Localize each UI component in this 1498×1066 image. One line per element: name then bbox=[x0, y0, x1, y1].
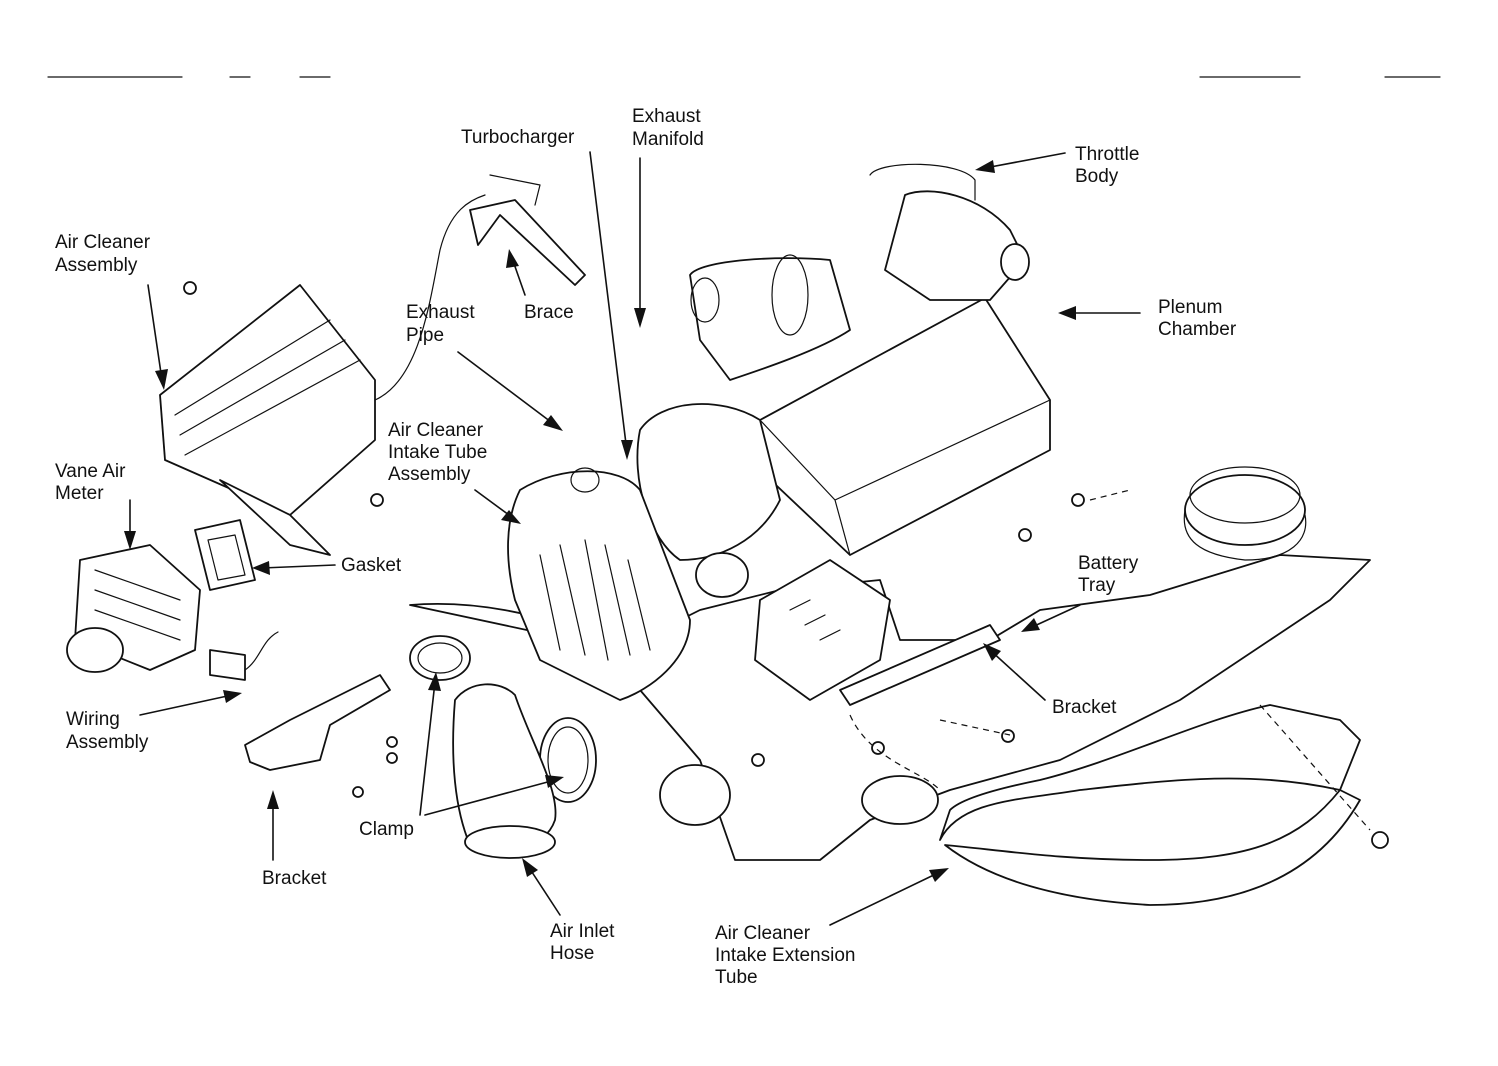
air-cleaner-assembly bbox=[159, 194, 486, 556]
label-air-cleaner-intake-tube: Air Cleaner Intake Tube Assembly bbox=[388, 420, 493, 485]
label-air-cleaner-extension-tube-line2: Intake Extension bbox=[715, 945, 855, 966]
label-exhaust-manifold-line1: Exhaust bbox=[632, 106, 701, 127]
gasket-part bbox=[194, 519, 256, 591]
intake-tube-shape bbox=[507, 470, 691, 701]
label-bracket-left: Bracket bbox=[262, 868, 327, 889]
label-wiring-assembly-line2: Assembly bbox=[66, 732, 149, 753]
label-exhaust-pipe: Exhaust Pipe bbox=[406, 302, 480, 346]
label-air-inlet-hose-line1: Air Inlet bbox=[550, 921, 615, 942]
label-air-cleaner-assembly: Air Cleaner Assembly bbox=[55, 232, 155, 276]
brace-part bbox=[469, 174, 586, 286]
label-vane-air-meter-line2: Meter bbox=[55, 483, 104, 504]
label-exhaust-pipe-line1: Exhaust bbox=[406, 302, 475, 323]
label-air-cleaner-assembly-line1: Air Cleaner bbox=[55, 232, 151, 253]
throttle-body-shape bbox=[884, 190, 1026, 301]
label-plenum-chamber: Plenum Chamber bbox=[1158, 297, 1237, 340]
label-exhaust-manifold: Exhaust Manifold bbox=[632, 106, 706, 150]
label-brace: Brace bbox=[524, 302, 574, 323]
label-air-cleaner-extension-tube-line1: Air Cleaner bbox=[715, 923, 811, 944]
label-throttle-body-line1: Throttle bbox=[1075, 144, 1139, 165]
fasteners bbox=[751, 493, 1389, 849]
engine-block bbox=[409, 554, 1371, 861]
label-clamp: Clamp bbox=[359, 819, 414, 840]
labels: Turbocharger Exhaust Manifold Throttle B… bbox=[55, 106, 1237, 988]
label-vane-air-meter-line1: Vane Air bbox=[55, 461, 126, 482]
label-air-cleaner-assembly-line2: Assembly bbox=[55, 255, 138, 276]
label-throttle-body: Throttle Body bbox=[1075, 144, 1145, 187]
bracket-left-part bbox=[244, 674, 398, 798]
label-turbocharger: Turbocharger bbox=[461, 127, 575, 148]
assembly-guide-lines bbox=[849, 489, 1371, 831]
clamps-and-hose bbox=[409, 635, 731, 859]
label-air-inlet-hose: Air Inlet Hose bbox=[550, 921, 620, 964]
label-wiring-assembly-line1: Wiring bbox=[66, 709, 120, 730]
label-air-cleaner-intake-tube-line2: Intake Tube bbox=[388, 442, 487, 463]
label-bracket-right: Bracket bbox=[1052, 697, 1117, 718]
label-air-cleaner-intake-tube-line3: Assembly bbox=[388, 464, 471, 485]
label-vane-air-meter: Vane Air Meter bbox=[55, 461, 131, 504]
label-wiring-assembly: Wiring Assembly bbox=[66, 709, 149, 753]
engine-illustration bbox=[409, 163, 1371, 906]
label-gasket: Gasket bbox=[341, 555, 402, 576]
label-exhaust-pipe-line2: Pipe bbox=[406, 325, 444, 346]
label-air-cleaner-intake-tube-line1: Air Cleaner bbox=[388, 420, 484, 441]
air-inlet-hose-shape bbox=[452, 683, 557, 853]
label-air-cleaner-extension-tube-line3: Tube bbox=[715, 967, 758, 988]
label-throttle-body-line2: Body bbox=[1075, 166, 1119, 187]
label-plenum-chamber-line1: Plenum bbox=[1158, 297, 1222, 318]
label-battery-tray-line1: Battery bbox=[1078, 553, 1139, 574]
label-air-inlet-hose-line2: Hose bbox=[550, 943, 594, 964]
leader-lines bbox=[124, 151, 1141, 926]
label-battery-tray: Battery Tray bbox=[1078, 553, 1143, 596]
label-air-cleaner-extension-tube: Air Cleaner Intake Extension Tube bbox=[715, 923, 861, 988]
label-exhaust-manifold-line2: Manifold bbox=[632, 129, 704, 150]
wiring-assembly-part bbox=[209, 631, 279, 681]
vane-air-meter-part bbox=[66, 544, 201, 673]
label-battery-tray-line2: Tray bbox=[1078, 575, 1116, 596]
label-plenum-chamber-line2: Chamber bbox=[1158, 319, 1237, 340]
